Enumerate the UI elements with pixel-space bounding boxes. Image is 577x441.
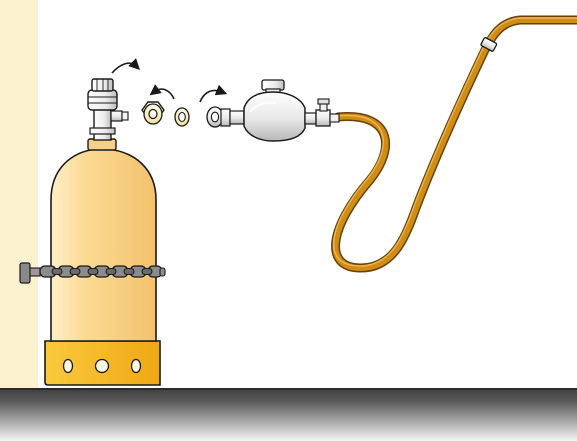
gas-cylinder bbox=[44, 138, 161, 386]
sealing-washer bbox=[174, 107, 190, 127]
wall bbox=[0, 0, 38, 392]
gas-hose bbox=[331, 15, 577, 273]
valve-cap-rotation-arrow-icon bbox=[111, 58, 140, 74]
wall-chain bbox=[19, 262, 166, 284]
pressure-regulator bbox=[243, 79, 306, 142]
hose-clamp bbox=[480, 37, 498, 52]
union-nut-rotation-arrow-icon bbox=[149, 84, 175, 100]
cylinder-body bbox=[50, 148, 157, 342]
cylinder-valve bbox=[87, 78, 129, 141]
regulator-inlet-nut bbox=[206, 106, 245, 128]
cylinder-foot-ring bbox=[44, 340, 161, 386]
floor bbox=[0, 388, 577, 441]
outlet-valve bbox=[304, 98, 340, 127]
regulator-inlet-rotation-arrow-icon bbox=[199, 84, 228, 103]
union-nut bbox=[141, 101, 165, 125]
